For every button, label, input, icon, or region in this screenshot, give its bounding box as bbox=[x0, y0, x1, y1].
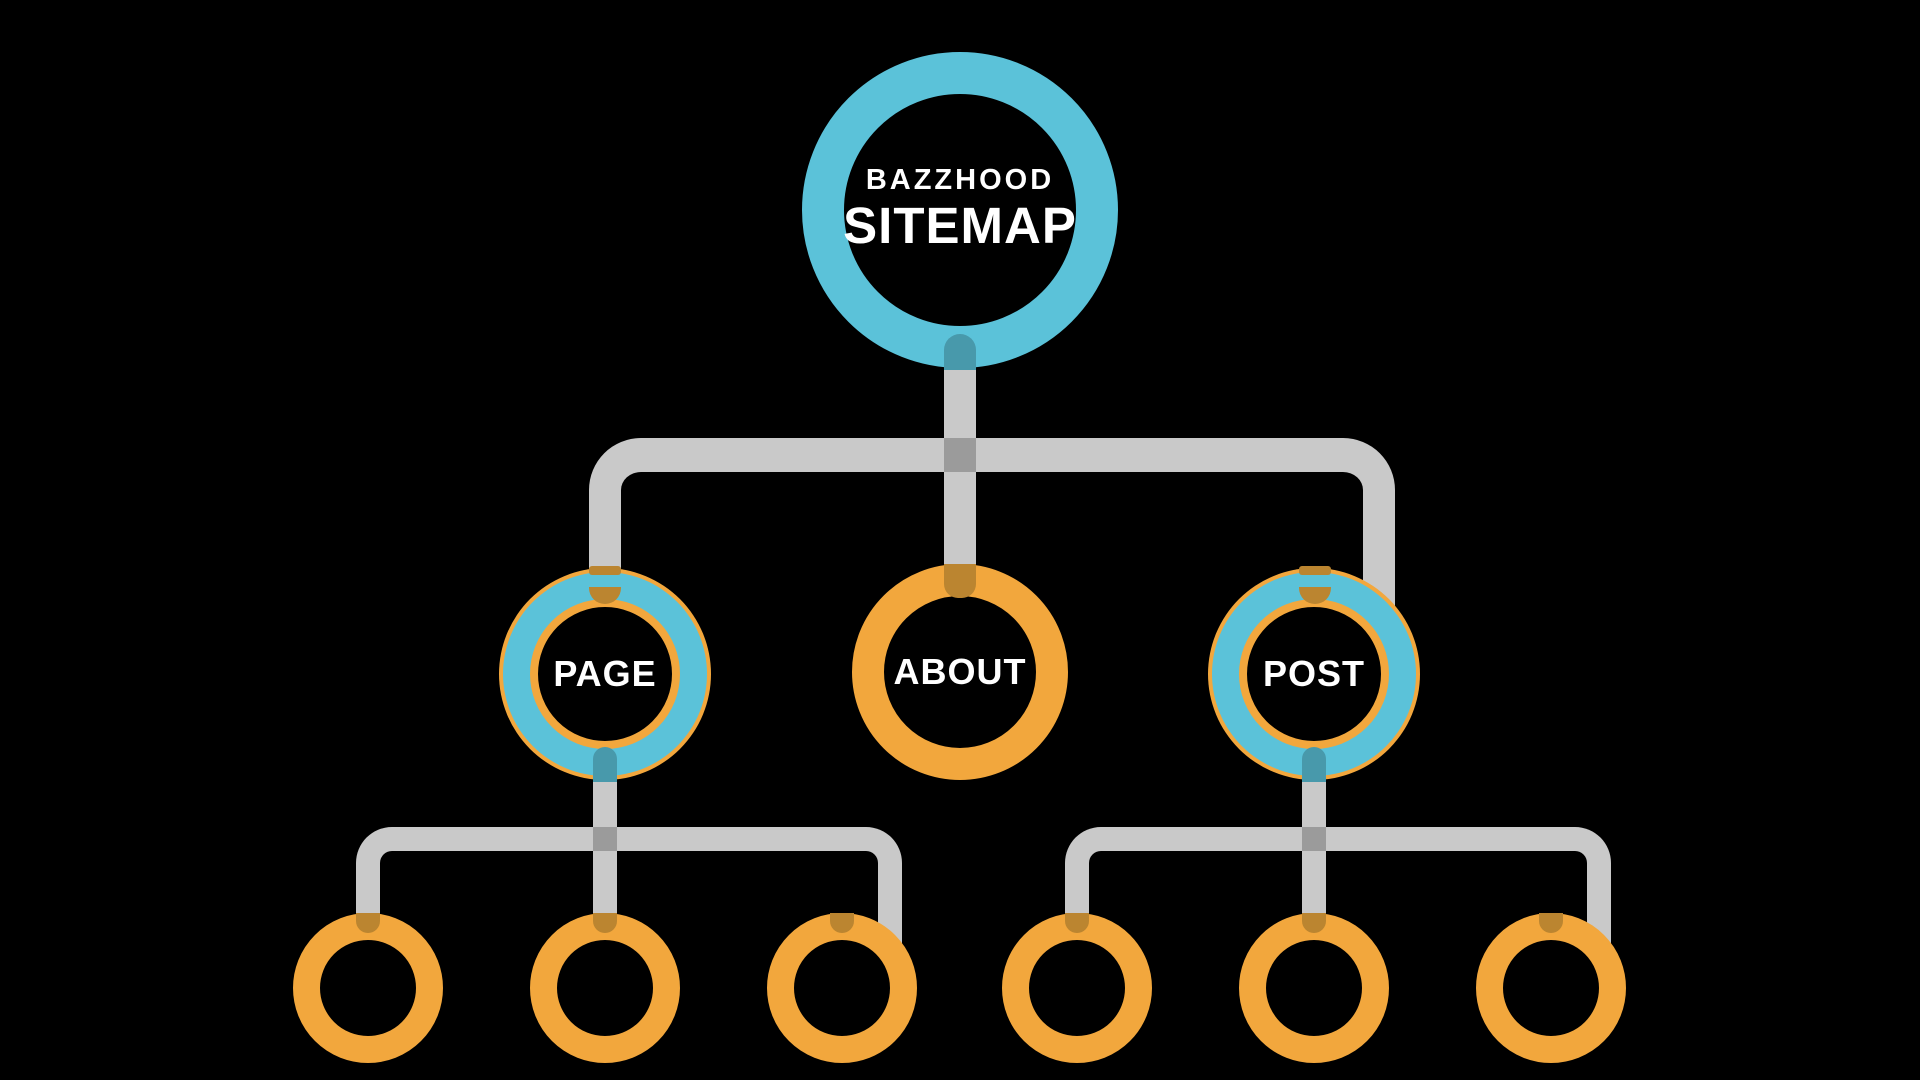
post-child-node-2 bbox=[1239, 913, 1389, 1063]
post-label: POST bbox=[1262, 653, 1365, 694]
post-node: POST bbox=[1208, 568, 1420, 780]
leaf3-connector-overlap bbox=[830, 913, 854, 933]
connector-post-branch bbox=[1065, 827, 1611, 966]
about-label: ABOUT bbox=[893, 651, 1027, 692]
page-bottom-connector-overlap bbox=[593, 747, 617, 782]
root-node-text: BAZZHOOD SITEMAP bbox=[843, 163, 1077, 256]
post-connector-overlap-outer bbox=[1299, 566, 1331, 575]
post-connector-overlap-inner bbox=[1299, 587, 1331, 604]
leaf1-connector-overlap bbox=[356, 913, 380, 933]
post-child-node-1 bbox=[1002, 913, 1152, 1063]
post-child-node-3 bbox=[1476, 913, 1626, 1063]
connector-level1-branch bbox=[589, 438, 1395, 647]
page-child-node-2 bbox=[530, 913, 680, 1063]
post-node-ring: POST bbox=[1212, 572, 1416, 776]
root-title-label: SITEMAP bbox=[843, 196, 1077, 254]
page-child-node-1 bbox=[293, 913, 443, 1063]
page-connector-overlap-inner bbox=[589, 587, 621, 604]
root-connector-overlap bbox=[944, 334, 976, 370]
leaf4-connector-overlap bbox=[1065, 913, 1089, 933]
page-node-ring: PAGE bbox=[503, 572, 707, 776]
leaf5-connector-overlap bbox=[1302, 913, 1326, 933]
connector-level1-junction bbox=[944, 438, 976, 472]
page-connector-overlap-outer bbox=[589, 566, 621, 575]
leaf6-connector-overlap bbox=[1539, 913, 1563, 933]
page-label: PAGE bbox=[553, 653, 657, 694]
root-brand-label: BAZZHOOD bbox=[865, 163, 1055, 196]
post-bottom-connector-overlap bbox=[1302, 747, 1326, 782]
connector-post-junction bbox=[1302, 827, 1326, 851]
root-node: BAZZHOOD SITEMAP bbox=[802, 52, 1118, 368]
post-node-center: POST bbox=[1239, 599, 1389, 749]
leaf2-connector-overlap bbox=[593, 913, 617, 933]
page-child-node-3 bbox=[767, 913, 917, 1063]
connector-page-junction bbox=[593, 827, 617, 851]
page-node-center: PAGE bbox=[530, 599, 680, 749]
about-connector-overlap bbox=[944, 564, 976, 598]
